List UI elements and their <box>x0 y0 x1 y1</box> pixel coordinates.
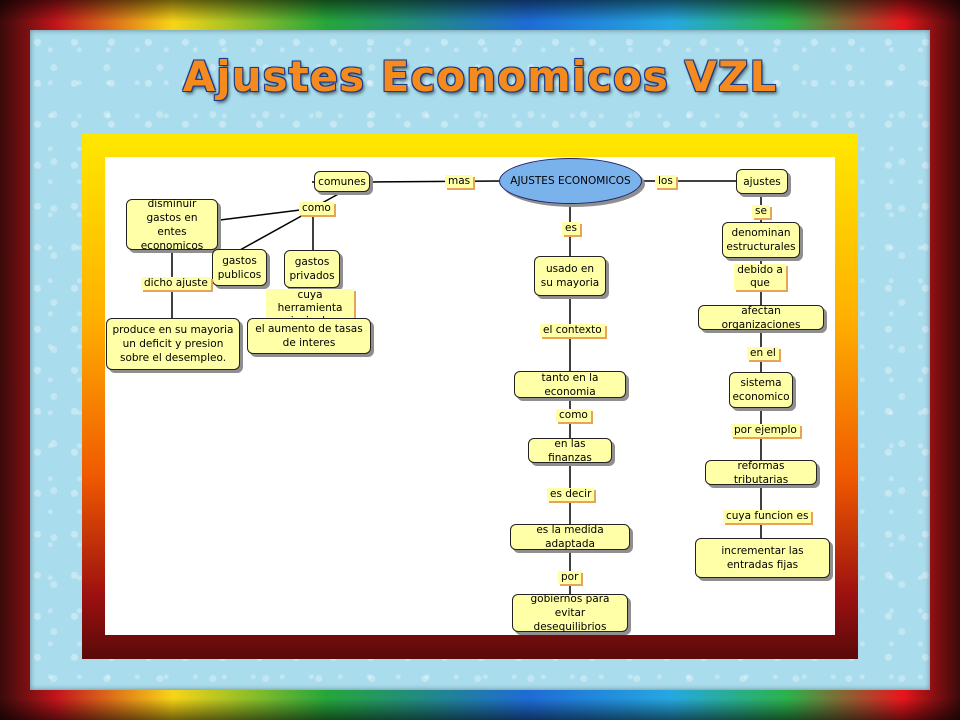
node-medida-adaptada: es la medida adaptada <box>510 524 630 550</box>
link-dicho-ajuste: dicho ajuste <box>141 277 211 290</box>
node-incrementar-entradas: incrementar las entradas fijas <box>695 538 830 578</box>
node-ajustes: ajustes <box>736 169 788 194</box>
link-como-center: como <box>556 409 591 422</box>
node-sistema-economico: sistema economico <box>729 372 793 408</box>
node-denominan-estructurales: denominan estructurales <box>722 222 800 258</box>
link-por: por <box>558 571 582 584</box>
node-gastos-privados: gastos privados <box>284 250 340 288</box>
link-por-ejemplo: por ejemplo <box>731 424 800 437</box>
node-gobiernos: gobiernos para evitar desequilibrios <box>512 593 628 633</box>
root-node-ajustes-economicos: AJUSTES ECONOMICOS <box>499 158 642 204</box>
node-disminuir-gastos: disminuir gastos en entes economicos <box>126 198 218 252</box>
link-es-decir: es decir <box>547 488 595 501</box>
node-aumento-tasas: el aumento de tasas de interes <box>247 318 371 354</box>
node-usado-mayoria: usado en su mayoria <box>534 256 606 296</box>
node-gastos-publicos: gastos publicos <box>212 249 267 286</box>
link-el-contexto: el contexto <box>540 324 605 337</box>
node-afectan-organizaciones: afectan organizaciones <box>698 305 824 331</box>
link-como-left: como <box>299 202 334 215</box>
link-debido-a-que: debido a que <box>734 264 786 290</box>
link-es: es <box>562 222 580 235</box>
node-comunes: comunes <box>314 171 370 192</box>
link-en-el: en el <box>747 347 779 360</box>
node-produce-deficit: produce en su mayoria un deficit y presi… <box>106 318 240 370</box>
node-reformas-tributarias: reformas tributarias <box>705 460 817 486</box>
link-se: se <box>752 205 770 218</box>
slide-title: Ajustes Economicos VZL <box>182 52 778 101</box>
link-mas: mas <box>445 175 474 188</box>
link-los: los <box>655 175 676 188</box>
node-en-las-finanzas: en las finanzas <box>528 438 612 464</box>
link-cuya-funcion: cuya funcion es <box>723 510 812 523</box>
node-tanto-economia: tanto en la economia <box>514 371 626 398</box>
